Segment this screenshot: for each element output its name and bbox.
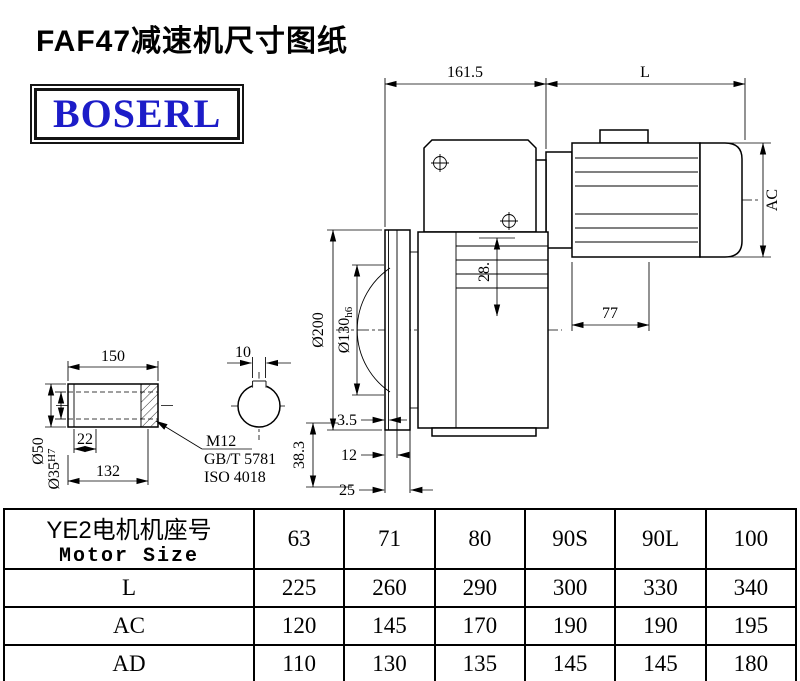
- gearbox-housing: [417, 139, 549, 437]
- input-section: [423, 139, 537, 233]
- dim-bore-diameter: Ø35H7: [46, 448, 63, 490]
- key-section-view: [237, 378, 281, 428]
- dim-10: 10: [235, 344, 251, 361]
- thread-callout: M12: [206, 433, 236, 450]
- hatch-area: [141, 384, 158, 427]
- size-col-header: 100: [704, 508, 798, 570]
- table-header-row: YE2电机机座号 Motor Size 63 71 80 90S 90L 100: [3, 508, 798, 570]
- value-cell: 195: [704, 606, 798, 646]
- table-row-L: L 225 260 290 300 330 340: [3, 568, 798, 608]
- value-cell: 110: [252, 644, 346, 681]
- dim-22: 22: [77, 431, 93, 448]
- row-label: L: [3, 568, 255, 608]
- value-cell: 190: [523, 606, 617, 646]
- value-cell: 330: [614, 568, 707, 608]
- terminal-box: [599, 129, 649, 144]
- value-cell: 300: [523, 568, 617, 608]
- motor-size-label-en: Motor Size: [58, 545, 200, 568]
- technical-drawing: 161.5 L AC Ø200 Ø130h6 28. 77: [30, 64, 781, 499]
- dim-AC: AC: [764, 189, 781, 211]
- value-cell: 130: [343, 644, 436, 681]
- dim-28: 28.: [476, 262, 493, 282]
- motor-size-label-cn: YE2电机机座号: [46, 517, 212, 544]
- size-col-header: 63: [252, 508, 346, 570]
- value-cell: 135: [433, 644, 526, 681]
- shaft-detail-view: [67, 383, 159, 428]
- dim-150: 150: [101, 348, 125, 365]
- row-label: AD: [3, 644, 255, 681]
- value-cell: 145: [343, 606, 436, 646]
- value-cell: 170: [433, 606, 526, 646]
- motor: [545, 129, 743, 258]
- bolt-hole-symbol: [500, 212, 518, 230]
- dim-25: 25: [339, 482, 355, 499]
- standard-gb: GB/T 5781: [204, 451, 276, 468]
- output-flange: [356, 229, 418, 431]
- housing-fins: [456, 245, 548, 289]
- motor-flange: [545, 151, 573, 249]
- bolt-hole-symbol: [431, 154, 449, 172]
- motor-fins: [575, 157, 698, 243]
- value-cell: 145: [523, 644, 617, 681]
- dim-161-5: 161.5: [447, 64, 483, 81]
- table-row-AD: AD 110 130 135 145 145 180: [3, 644, 798, 681]
- value-cell: 145: [614, 644, 707, 681]
- dim-flange-od: Ø200: [310, 312, 327, 348]
- size-col-header: 90L: [614, 508, 707, 570]
- dim-38-3: 38.3: [291, 441, 308, 469]
- value-cell: 260: [343, 568, 436, 608]
- value-cell: 120: [252, 606, 346, 646]
- dim-132: 132: [96, 463, 120, 480]
- standard-iso: ISO 4018: [204, 469, 266, 486]
- value-cell: 190: [614, 606, 707, 646]
- housing-body: [417, 231, 549, 429]
- logo-boserl: BOSERL: [30, 84, 245, 144]
- dim-shaft-od: Ø50: [30, 437, 47, 465]
- fan-cover: [699, 142, 743, 258]
- logo-text: BOSERL: [53, 91, 222, 136]
- dim-77: 77: [602, 305, 618, 322]
- table-row-AC: AC 120 145 170 190 190 195: [3, 606, 798, 646]
- logo-frame: BOSERL: [34, 88, 241, 140]
- motor-size-table: YE2电机机座号 Motor Size 63 71 80 90S 90L 100…: [3, 508, 798, 681]
- size-col-header: 71: [343, 508, 436, 570]
- motor-body: [571, 142, 701, 258]
- dim-L: L: [640, 64, 650, 81]
- dim-12: 12: [341, 447, 357, 464]
- dim-spigot-diameter: Ø130h6: [336, 306, 355, 353]
- size-col-header: 90S: [523, 508, 617, 570]
- page-title: FAF47减速机尺寸图纸: [36, 25, 349, 58]
- motor-size-header-cell: YE2电机机座号 Motor Size: [3, 508, 255, 570]
- value-cell: 340: [704, 568, 798, 608]
- value-cell: 290: [433, 568, 526, 608]
- value-cell: 180: [704, 644, 798, 681]
- row-label: AC: [3, 606, 255, 646]
- size-col-header: 80: [433, 508, 526, 570]
- dim-3-5: 3.5: [337, 412, 357, 429]
- value-cell: 225: [252, 568, 346, 608]
- housing-foot: [431, 427, 537, 437]
- dimensions: 161.5 L AC Ø200 Ø130h6 28. 77: [30, 64, 781, 499]
